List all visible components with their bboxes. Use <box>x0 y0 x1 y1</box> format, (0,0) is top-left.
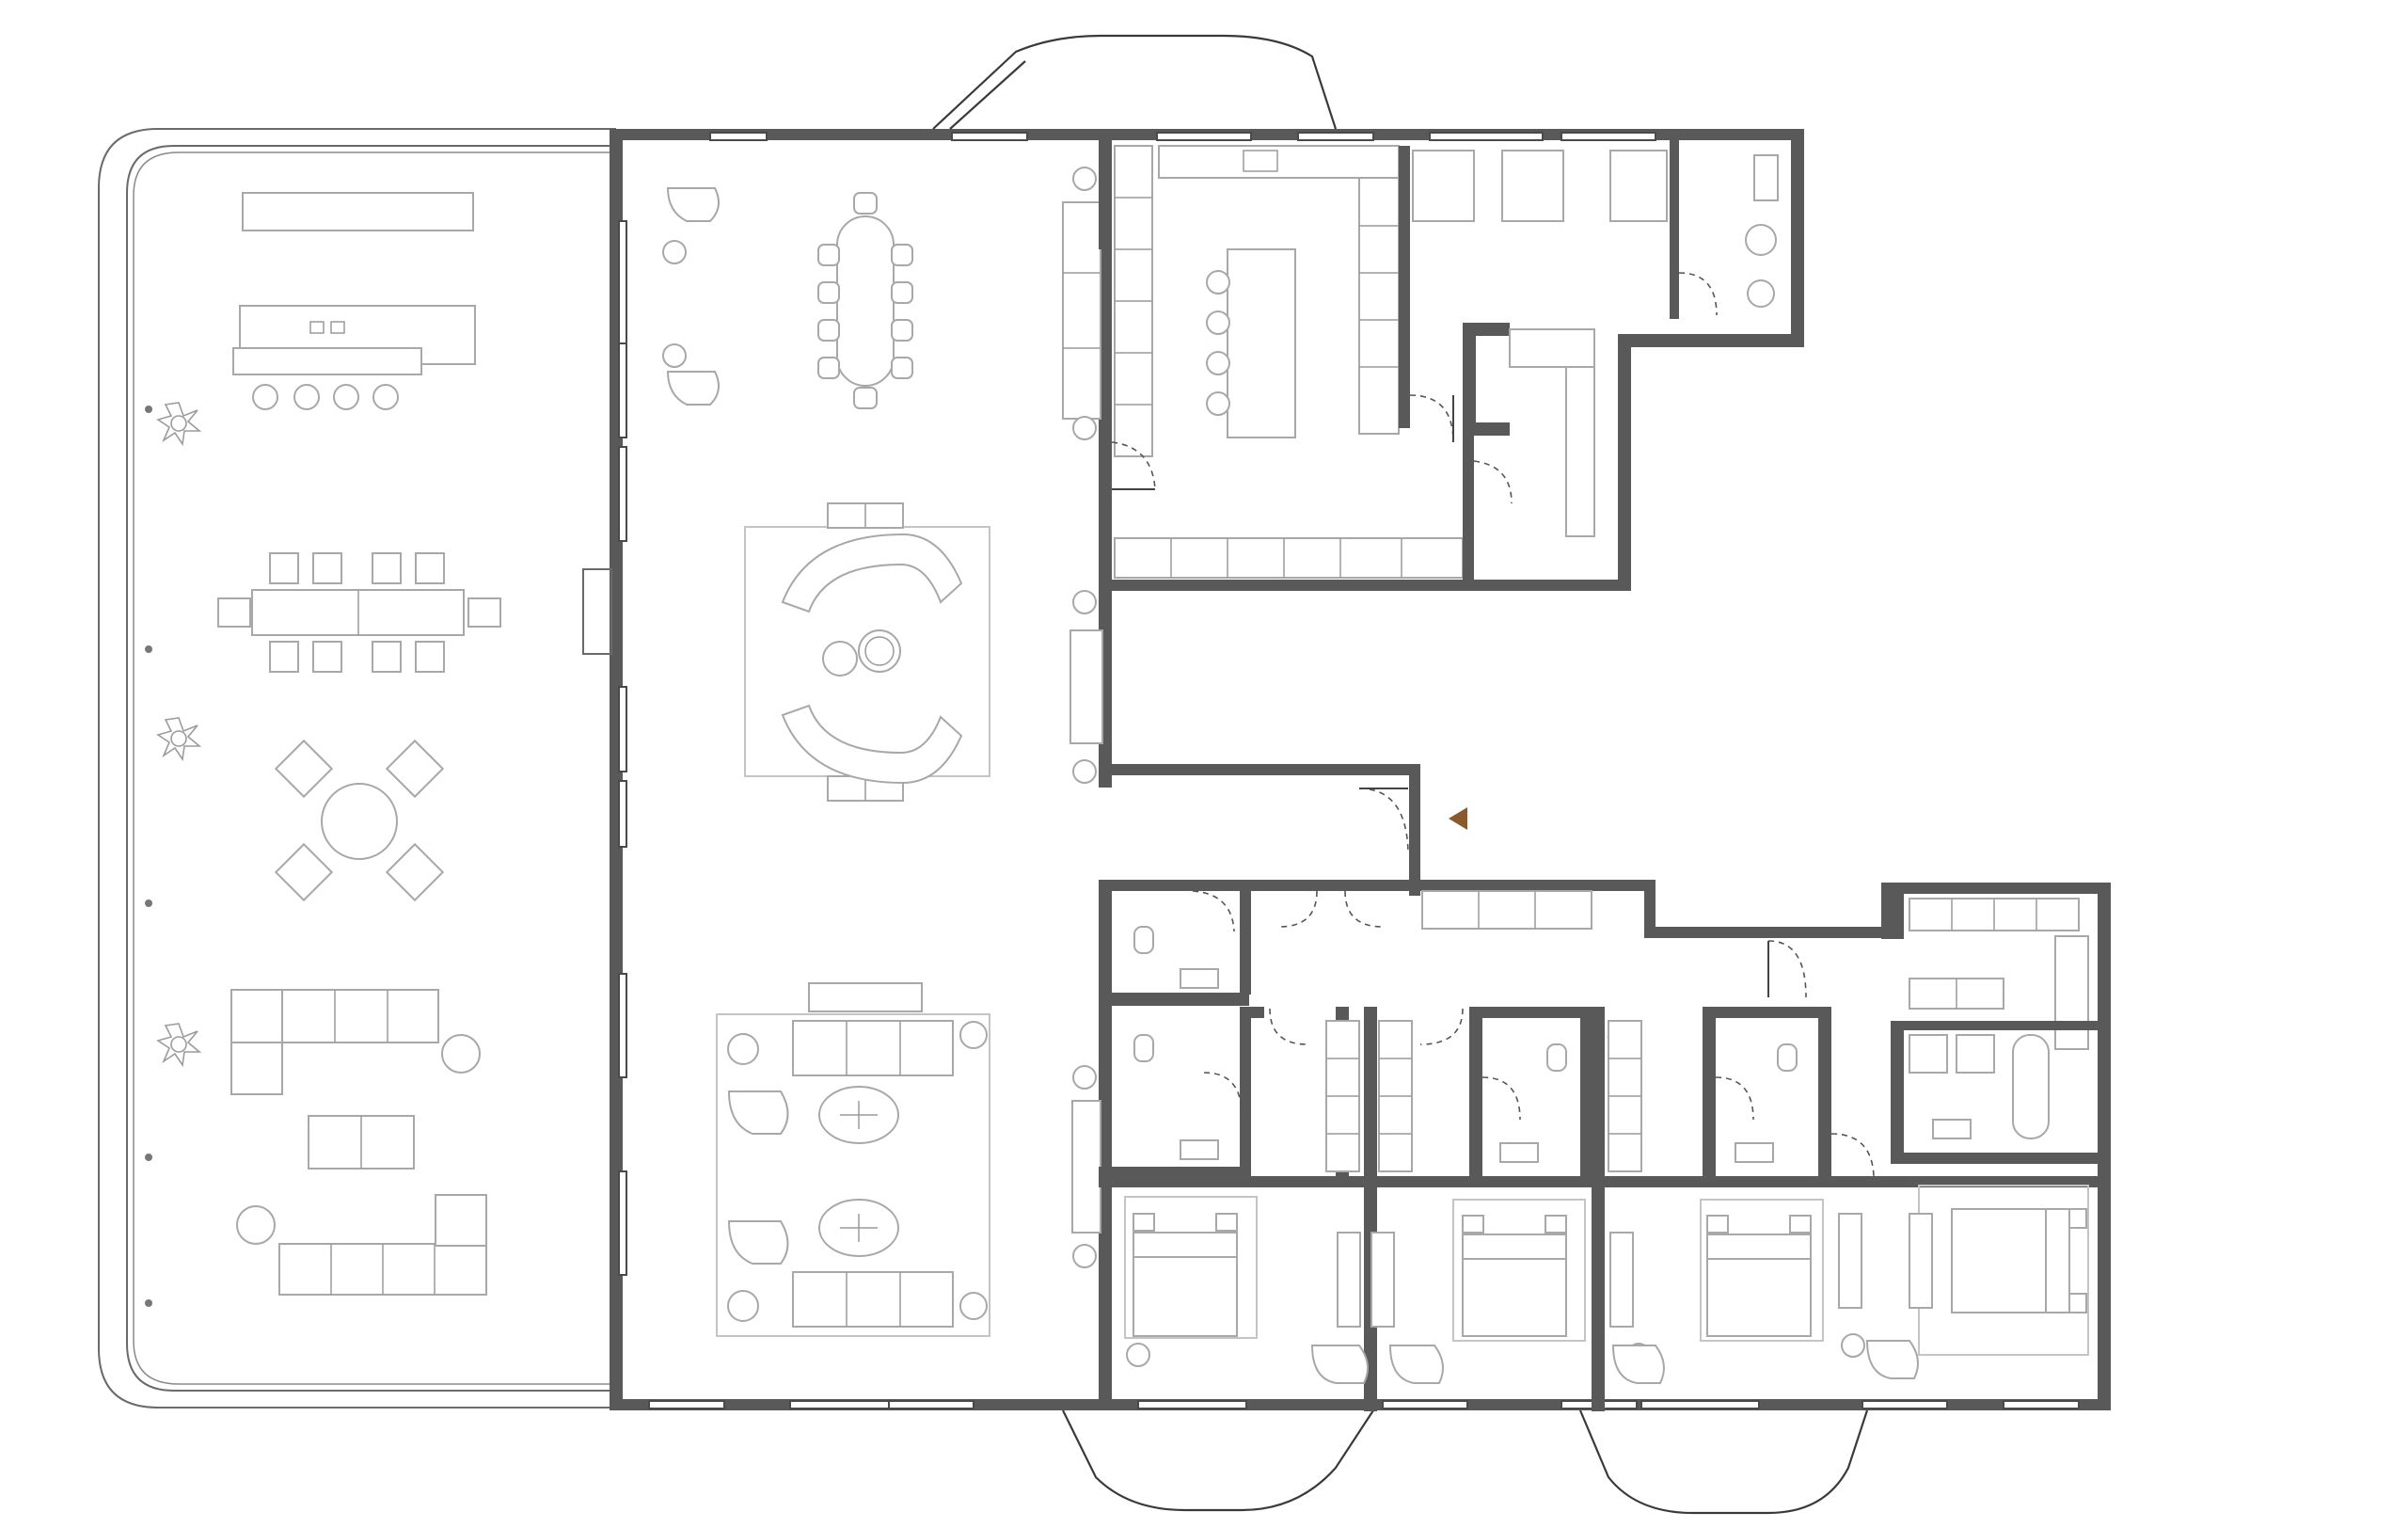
planter-1 <box>156 402 202 447</box>
outdoor-sofa-lower <box>236 1194 487 1296</box>
outdoor-bar <box>232 305 476 410</box>
bedroom-1 <box>1124 1196 1369 1384</box>
terrace <box>98 128 616 1409</box>
entrance-marker <box>1449 807 1467 830</box>
bathroom-1 <box>1099 890 1251 1006</box>
kitchen <box>1099 145 1464 579</box>
outdoor-coffee-table <box>308 1115 415 1170</box>
terrace-light <box>145 406 152 413</box>
walk-in-closet <box>1891 883 2111 1050</box>
top-windows <box>709 132 1656 141</box>
planter-3 <box>156 1023 202 1068</box>
bedroom-2 <box>1370 1199 1586 1384</box>
planter-2 <box>156 717 202 762</box>
terrace-light <box>145 1299 152 1307</box>
ensuite-bathroom-2 <box>1481 1043 1567 1163</box>
bedroom-3 <box>1609 1199 1824 1384</box>
ensuite-bathroom-3 <box>1715 1043 1798 1163</box>
bathroom-2 <box>1099 1007 1251 1180</box>
bay-window-top <box>932 34 1338 130</box>
outdoor-dining-table <box>217 552 501 673</box>
outdoor-bench <box>242 192 474 231</box>
dining-table <box>817 192 913 409</box>
tv-console <box>1069 590 1103 784</box>
master-bathroom <box>1891 1021 2111 1164</box>
bay-window-bottom-left <box>1062 1409 1374 1512</box>
utility-room <box>1463 323 1595 586</box>
lounge-area <box>744 502 990 802</box>
left-windows <box>582 220 627 1276</box>
bay-window-bottom-right <box>1578 1409 1869 1515</box>
wardrobes <box>1325 1020 1642 1172</box>
outdoor-sofa-upper <box>230 989 481 1095</box>
living-area <box>716 982 1101 1337</box>
terrace-light <box>145 645 152 653</box>
terrace-light <box>145 899 152 907</box>
dining-sideboard <box>1062 167 1101 440</box>
terrace-light <box>145 1154 152 1161</box>
service-bathroom <box>1678 154 1779 316</box>
staff-bedroom <box>1399 140 1679 443</box>
entrance-hall <box>1358 773 1592 930</box>
dining-armchairs <box>662 187 720 406</box>
outdoor-round-table <box>274 739 445 902</box>
master-bedroom <box>1830 1133 2089 1379</box>
